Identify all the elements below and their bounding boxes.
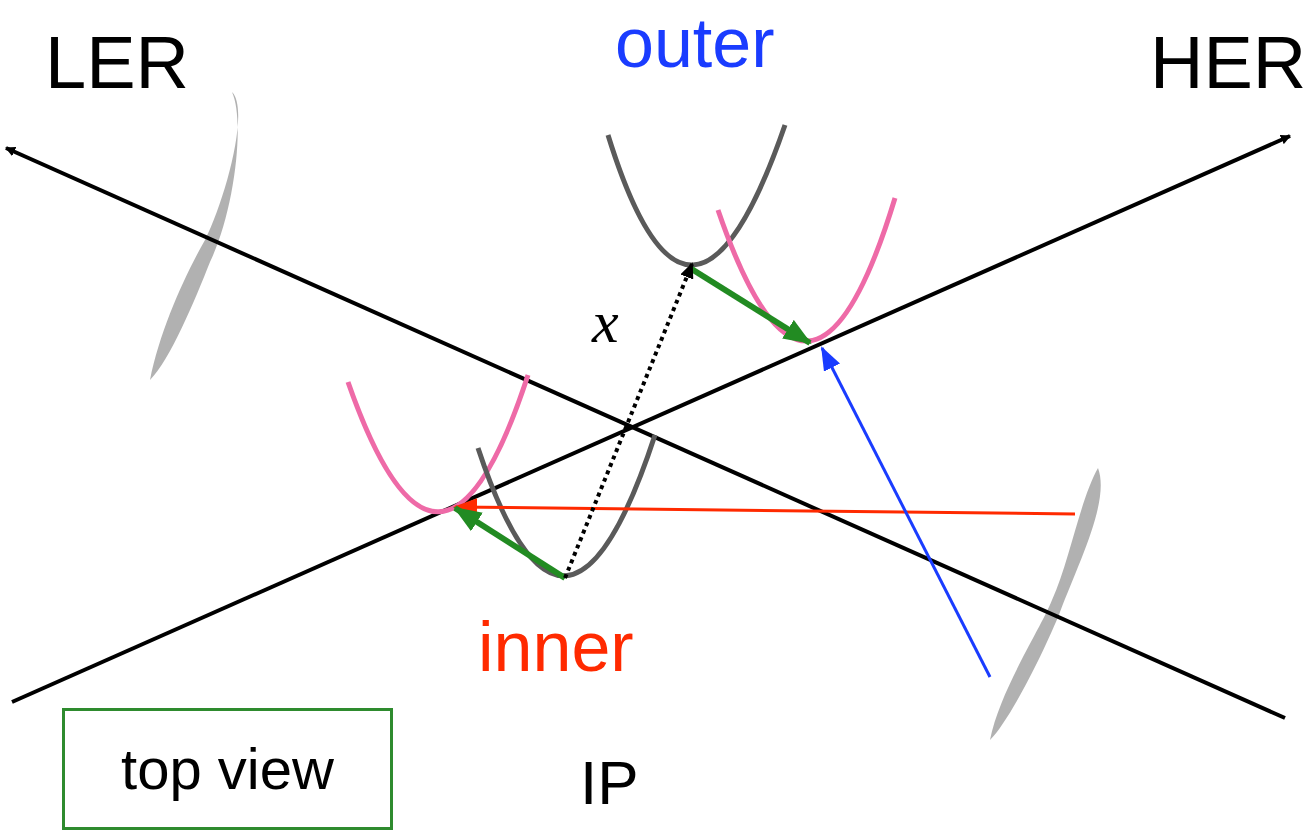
shift-arrow	[455, 508, 565, 578]
offset-dimension	[565, 264, 692, 578]
caption-box: top view	[62, 708, 393, 830]
beam-label: outer	[615, 8, 775, 78]
ring-label: LER	[45, 26, 189, 100]
ip-label: IP	[580, 752, 639, 814]
inner-pink-parabola	[348, 375, 528, 512]
inner-beam-arrow	[455, 507, 1075, 514]
her-beamline	[12, 136, 1290, 702]
offset-symbol: x	[592, 292, 619, 352]
ler-beamline	[6, 148, 1285, 718]
outer-pink-parabola	[718, 198, 895, 341]
ring-label: HER	[1150, 26, 1306, 100]
beam-bunch	[150, 92, 1101, 740]
shift-arrow	[690, 268, 810, 343]
outer-beam-arrow	[822, 348, 990, 677]
inner-grey-parabola	[478, 435, 655, 576]
beam-label: inner	[478, 612, 634, 682]
caption-text: top view	[121, 740, 334, 798]
outer-grey-parabola	[608, 125, 785, 265]
